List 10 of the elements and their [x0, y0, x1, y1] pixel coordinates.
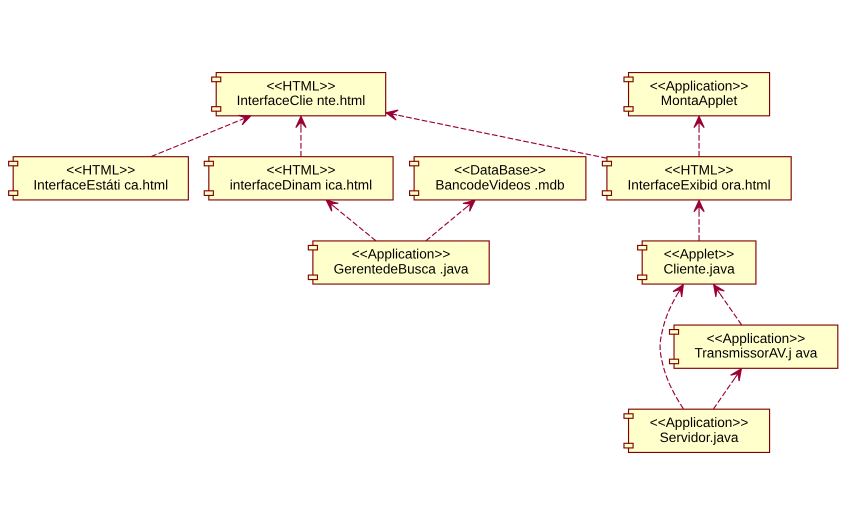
arrow	[712, 368, 742, 409]
arrow	[660, 284, 684, 409]
arrow	[295, 115, 307, 156]
arrow	[693, 115, 705, 156]
arrow	[713, 284, 742, 325]
arrow	[693, 199, 705, 240]
arrow	[426, 199, 476, 241]
arrow	[326, 199, 376, 241]
arrow	[385, 109, 607, 158]
arrow	[151, 114, 252, 157]
